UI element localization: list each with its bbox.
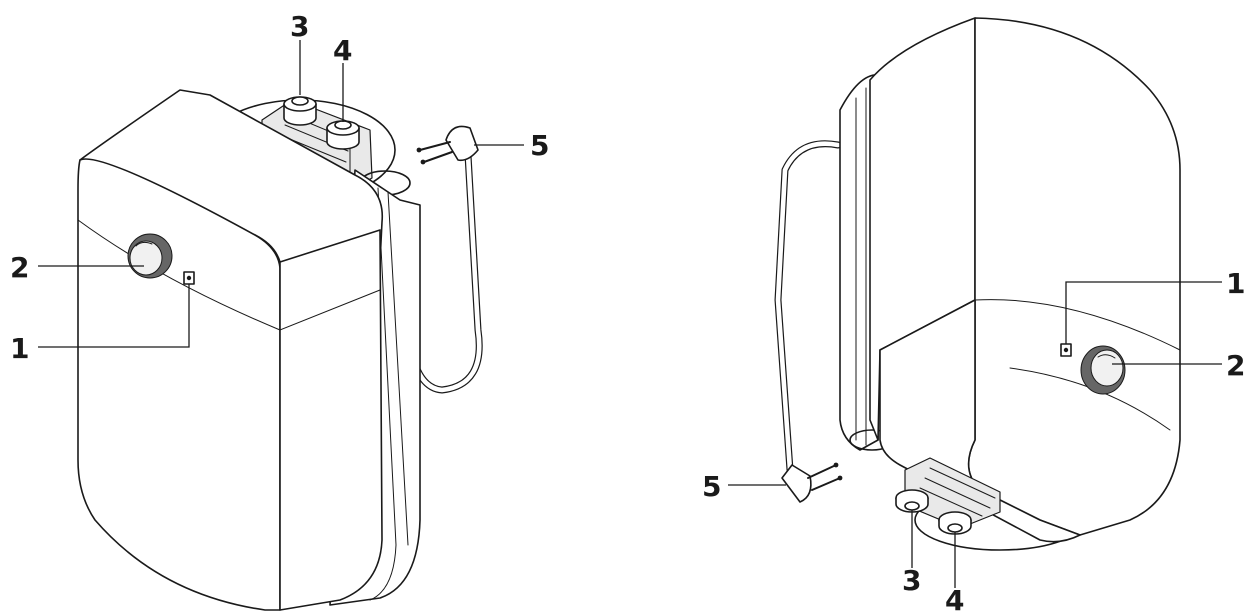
temperature-knob-rotated — [1080, 345, 1126, 395]
callout-2: 2 — [10, 251, 29, 284]
front-panel — [77, 158, 281, 611]
connection-4-rotated — [938, 511, 972, 535]
callout-5-rotated: 5 — [702, 470, 721, 503]
power-plug-rotated — [781, 462, 843, 503]
connection-4 — [326, 120, 360, 150]
heater-front-view: 3 4 5 2 1 — [10, 10, 549, 611]
side-panel — [279, 229, 383, 611]
callout-4-rotated: 4 — [945, 584, 964, 612]
connection-3-rotated — [895, 489, 929, 513]
callout-4: 4 — [333, 34, 352, 67]
indicator-lamp — [183, 271, 195, 285]
indicator-lamp-rotated — [1060, 343, 1072, 357]
callout-3-rotated: 3 — [902, 564, 921, 597]
leader-1 — [38, 284, 190, 348]
heater-rotated-view: 1 2 3 4 5 — [702, 17, 1245, 612]
callout-2-rotated: 2 — [1226, 349, 1245, 382]
callout-5: 5 — [530, 129, 549, 162]
front-panel-rotated — [967, 17, 1181, 536]
power-plug — [416, 125, 479, 165]
callout-1-rotated: 1 — [1226, 267, 1245, 300]
bottom-lid — [879, 299, 1081, 543]
callout-3: 3 — [290, 10, 309, 43]
temperature-knob — [127, 233, 173, 279]
leader-1-rotated — [1065, 281, 1222, 344]
connection-3 — [283, 96, 317, 126]
callout-1: 1 — [10, 332, 29, 365]
